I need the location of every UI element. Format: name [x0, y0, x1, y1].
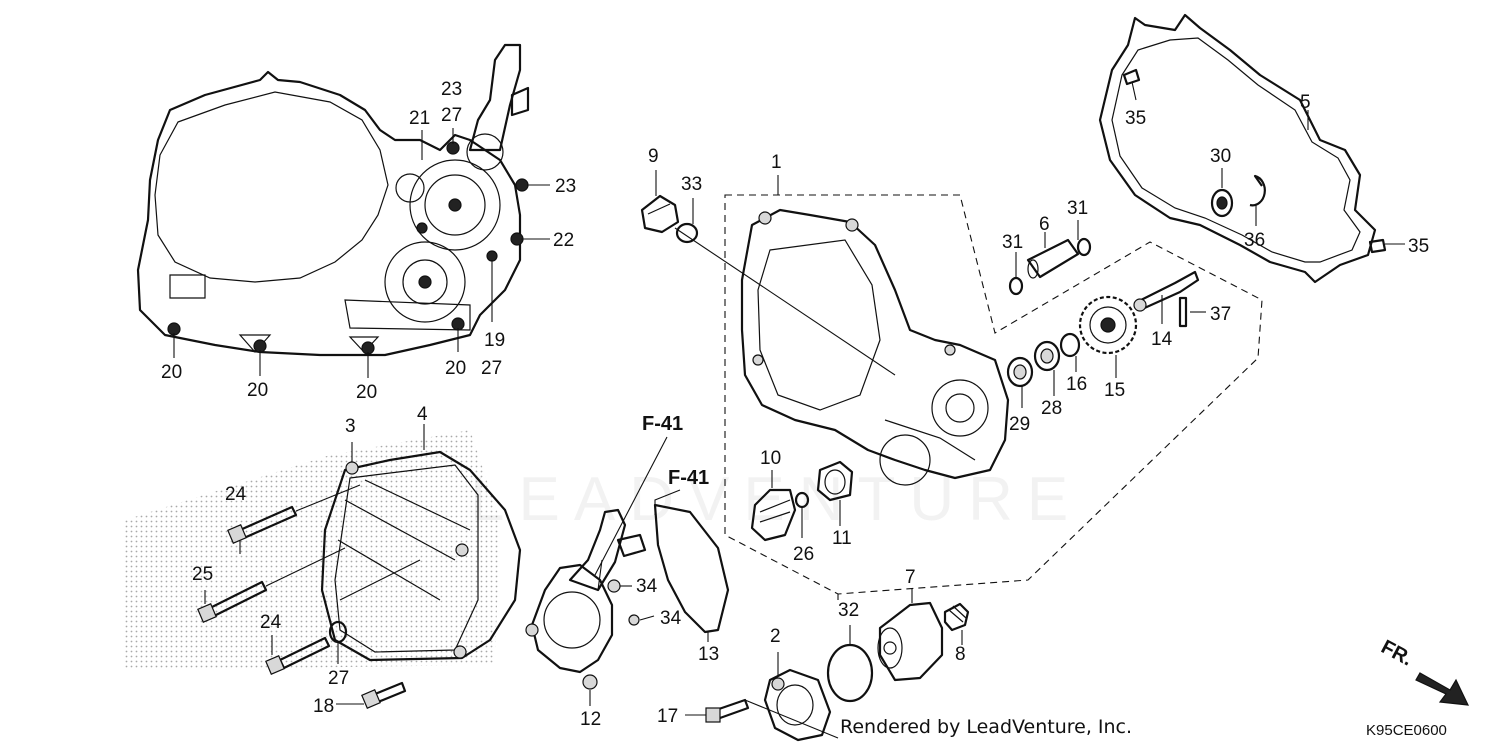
callout-16: 16	[1066, 374, 1087, 395]
callout-35-a: 35	[1125, 108, 1146, 129]
callout-23-a: 23	[441, 79, 462, 100]
callout-34-a: 34	[636, 576, 658, 597]
callout-25: 25	[192, 564, 213, 585]
callout-32: 32	[838, 600, 859, 621]
f41-references	[594, 436, 681, 591]
callout-2: 2	[770, 626, 781, 647]
oil-filler-cap	[640, 170, 896, 376]
callout-26: 26	[793, 544, 814, 565]
ref-f41-upper: F-41	[642, 413, 683, 435]
callout-27-c: 27	[328, 668, 349, 689]
callout-14: 14	[1151, 329, 1173, 350]
callout-28: 28	[1041, 398, 1062, 419]
callout-11: 11	[832, 528, 852, 549]
oil-pump-parts	[750, 460, 854, 542]
callout-20-c: 20	[356, 382, 377, 403]
callout-24-b: 24	[260, 612, 282, 633]
callout-9: 9	[648, 146, 659, 167]
callout-17: 17	[657, 706, 678, 727]
callout-20-b: 20	[247, 380, 268, 401]
callout-35-b: 35	[1408, 236, 1429, 257]
diagram-code: K95CE0600	[1366, 722, 1447, 739]
stipple-background	[125, 430, 500, 670]
clutch-cover	[320, 450, 522, 662]
right-crankcase-cover	[724, 175, 1263, 595]
callout-27-b: 27	[481, 358, 502, 379]
water-pump-cover	[525, 503, 730, 706]
callout-21: 21	[409, 108, 430, 129]
front-direction-label: FR.	[1377, 636, 1416, 671]
callout-1: 1	[771, 152, 782, 173]
callout-3: 3	[345, 416, 356, 437]
callout-27-a: 27	[441, 105, 462, 126]
render-credit: Rendered by LeadVenture, Inc.	[840, 716, 1133, 738]
callout-6: 6	[1039, 214, 1050, 235]
callout-10: 10	[760, 448, 781, 469]
callout-22: 22	[553, 230, 574, 251]
callout-30: 30	[1210, 146, 1231, 167]
oil-filter-parts	[685, 588, 970, 742]
callout-24-a: 24	[225, 484, 247, 505]
callout-34-b: 34	[660, 608, 682, 629]
callout-19: 19	[484, 330, 505, 351]
callout-13: 13	[698, 644, 719, 665]
front-arrow	[1415, 672, 1470, 706]
callout-36: 36	[1244, 230, 1265, 251]
callout-20-d: 20	[445, 358, 466, 379]
watermark-text: LEADVENTURE	[470, 465, 1082, 534]
callout-12: 12	[580, 709, 601, 730]
callout-31-a: 31	[1002, 232, 1023, 253]
callout-37: 37	[1210, 304, 1231, 325]
callout-7: 7	[905, 567, 916, 588]
callout-31-b: 31	[1067, 198, 1088, 219]
callout-8: 8	[955, 644, 966, 665]
callout-18: 18	[313, 696, 334, 717]
callout-4: 4	[417, 404, 428, 425]
callout-33: 33	[681, 174, 702, 195]
callout-29: 29	[1009, 414, 1030, 435]
shaft-and-gear-parts	[1006, 220, 1206, 408]
callout-15: 15	[1104, 380, 1125, 401]
callout-23-b: 23	[555, 176, 576, 197]
ref-f41-lower: F-41	[668, 467, 709, 489]
crankcase-cover-assembly	[136, 43, 550, 378]
callout-20-a: 20	[161, 362, 182, 383]
cover-gasket	[1098, 13, 1405, 284]
clutch-cover-bolts	[197, 424, 425, 709]
callout-5: 5	[1300, 92, 1311, 113]
